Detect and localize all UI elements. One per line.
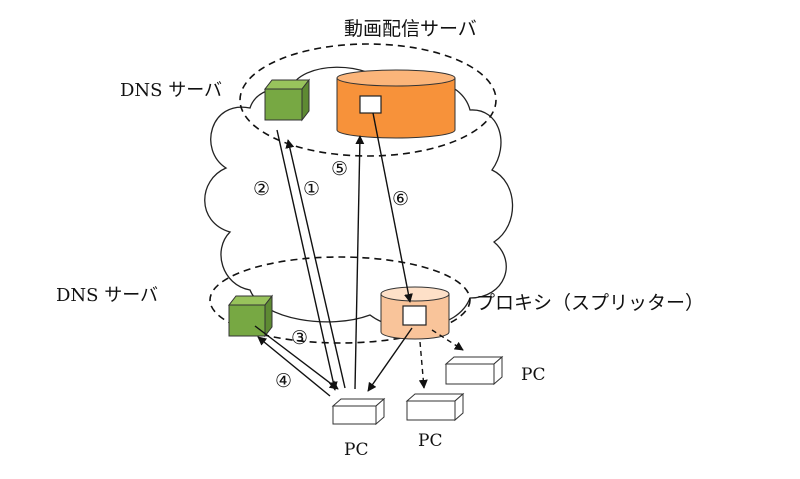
arrow-proxy-to-pc-right [431, 329, 464, 351]
pc-middle-icon [405, 392, 465, 422]
arrow-step-6 [372, 112, 413, 303]
streaming-server-icon [336, 69, 456, 139]
step-3-number: ③ [291, 327, 309, 349]
dns-server-lower-icon [227, 294, 274, 338]
step-1-number: ① [303, 178, 321, 200]
step-4-number: ④ [275, 370, 293, 392]
dns-server-upper-label: DNS サーバ [120, 80, 223, 101]
arrow-proxy-to-pc-middle [418, 341, 428, 389]
step-6-number: ⑥ [392, 188, 410, 210]
upper-zone-ellipse [239, 43, 497, 157]
arrow-step-4 [257, 336, 331, 397]
pc-right-label: PC [521, 365, 546, 385]
arrow-step-2 [276, 129, 338, 391]
proxy-icon [380, 286, 450, 340]
step-2-number: ② [253, 178, 271, 200]
lower-zone-ellipse [209, 256, 471, 344]
dns-server-upper-icon [263, 78, 311, 122]
pc-right-icon [444, 355, 504, 386]
dns-server-lower-label: DNS サーバ [56, 285, 159, 306]
step-5-number: ⑤ [331, 158, 349, 180]
proxy-label: プロキシ（スプリッター） [476, 292, 705, 314]
streaming-server-label: 動画配信サーバ [344, 18, 477, 40]
pc-main-icon [331, 397, 386, 426]
pc-middle-label: PC [418, 431, 443, 451]
arrow-step-3 [254, 325, 339, 390]
pc-main-label: PC [344, 440, 369, 460]
arrow-step-1 [285, 139, 346, 389]
arrow-proxy-to-pc [367, 327, 413, 392]
arrow-step-5 [354, 135, 365, 390]
